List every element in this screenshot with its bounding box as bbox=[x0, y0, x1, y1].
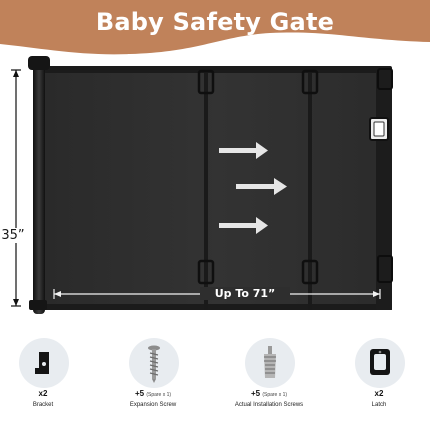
accessory-qty: x2 bbox=[38, 389, 48, 398]
width-label: Up To 71” bbox=[200, 287, 290, 300]
accessory-qty: x2 bbox=[374, 389, 384, 398]
accessory-qty: +5 (Spare x 1) bbox=[250, 389, 288, 398]
accessory-installation-screw: +5 (Spare x 1) Actual Installation Screw… bbox=[226, 332, 312, 430]
accessory-name: Expansion Screw bbox=[129, 402, 177, 408]
accessory-expansion-screw: +5 (Spare x 1) Expansion Screw bbox=[110, 332, 196, 430]
accessories-row: x2 Bracket +5 (Spare x 1) Expansion Scre… bbox=[0, 332, 430, 430]
pull-direction-arrows bbox=[219, 142, 287, 234]
header-banner: Baby Safety Gate bbox=[0, 0, 430, 62]
header-wave-shape bbox=[0, 0, 430, 55]
product-illustration: 35” Up To 71” bbox=[0, 52, 430, 324]
bracket-icon bbox=[35, 352, 49, 374]
accessory-bracket: x2 Bracket bbox=[0, 332, 86, 430]
gate-post bbox=[33, 62, 45, 314]
expansion-screw-icon bbox=[148, 345, 160, 383]
accessory-latch: x2 Latch bbox=[336, 332, 422, 430]
page-title: Baby Safety Gate bbox=[95, 8, 335, 36]
accessory-name: Actual Installation Screws bbox=[234, 402, 304, 408]
accessory-name: Bracket bbox=[32, 402, 54, 408]
installation-screw-icon bbox=[264, 346, 276, 378]
baby-gate-image bbox=[11, 56, 393, 314]
latch-icon bbox=[370, 349, 390, 375]
accessory-name: Latch bbox=[371, 402, 387, 408]
mesh-panel bbox=[44, 70, 392, 310]
accessory-qty: +5 (Spare x 1) bbox=[134, 389, 172, 398]
height-dimension-line bbox=[11, 69, 21, 307]
height-label: 35” bbox=[0, 228, 26, 243]
